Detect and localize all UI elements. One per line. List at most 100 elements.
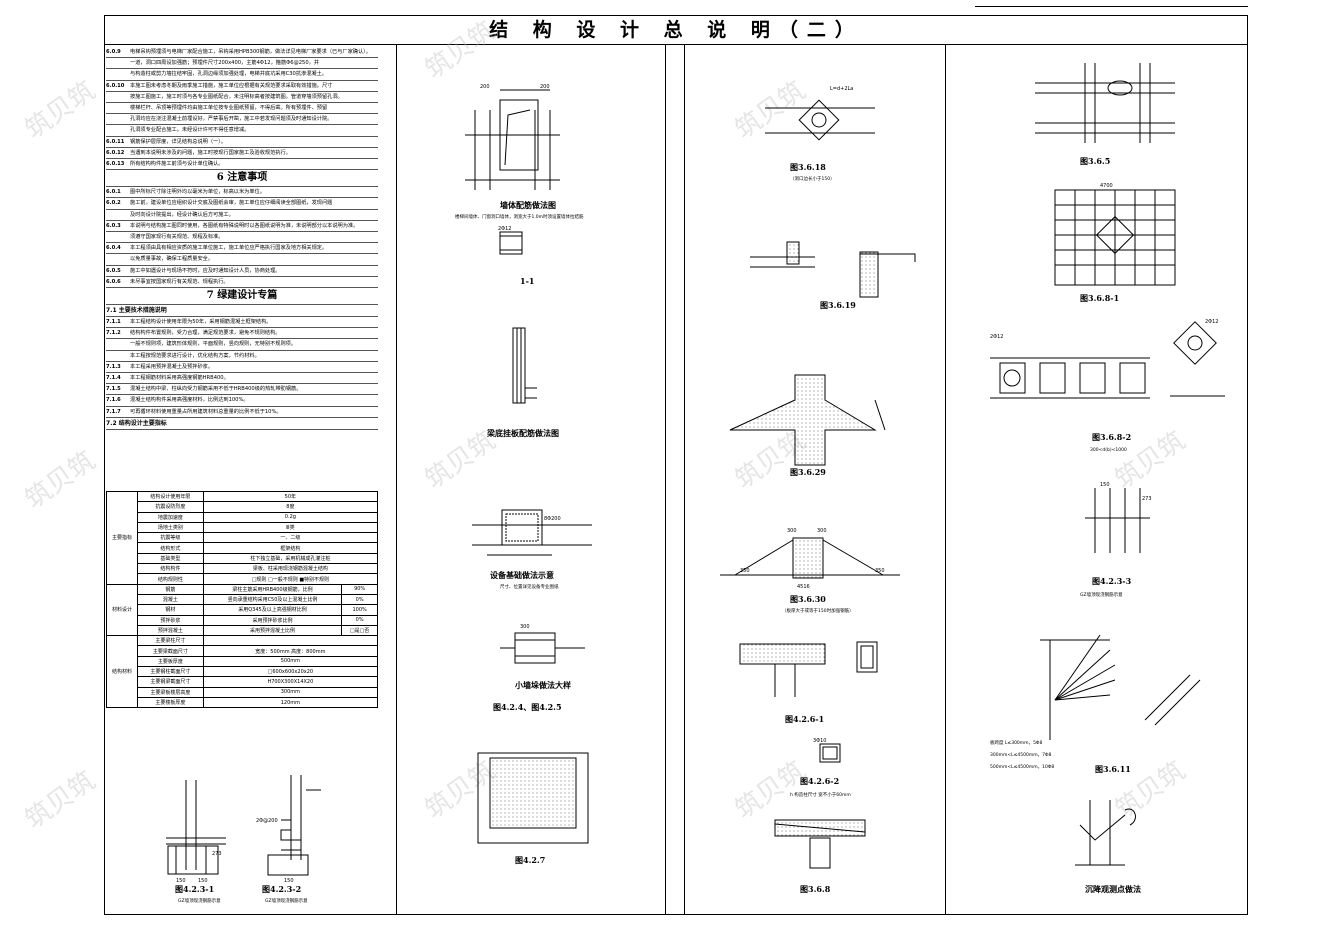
note-text: 混凝土结构构件采用高强度材料，比例达到100%。 — [130, 397, 249, 404]
spec-cell: H700X300X14X20 — [202, 676, 379, 688]
note-text: 本工程按规范要求进行设计，优化结构方案，节约材料。 — [130, 352, 260, 359]
note-number: 6.0.10 — [106, 82, 125, 89]
spec-cell: 框架结构 — [202, 542, 379, 554]
spec-cell: 柱下独立基础，采用机械成孔灌注桩 — [202, 552, 379, 565]
note-text: 一道，洞口四周设加强筋；预埋件尺寸200x400，主筋4Φ12，箍筋Φ6@250… — [130, 60, 320, 67]
dim-text: 8Φ200 — [544, 516, 561, 522]
spec-cell: 50年 — [202, 490, 379, 503]
dim-text: 2Φ12 — [990, 334, 1003, 340]
caption-4-2-3-1-sub: GZ墙顶现浇钢筋示意 — [178, 899, 221, 904]
spec-cell: 抗震等级 — [137, 532, 204, 544]
note-number: 7.1.7 — [106, 408, 121, 415]
detail-3-6-5 — [1035, 63, 1175, 143]
caption-settlement-point: 沉降观测点做法 — [1085, 884, 1141, 894]
spec-row: 预拌混凝土采用预拌混凝土比例□是□否 — [107, 624, 378, 637]
spec-cell: 主要梁柱尺寸 — [137, 635, 204, 647]
note-text: 与构造柱或剪力墙拉结牢固，孔洞边缘须加强处理，电梯井底坑采用C30抗渗混凝土。 — [130, 71, 327, 78]
watermark: 筑贝筑 — [19, 445, 101, 516]
caption-4-2-3-3-sub: GZ墙顶现浇钢筋示意 — [1080, 593, 1123, 598]
spec-cell: 0% — [341, 614, 378, 626]
note-row: 须遵守国家现行有关规范、规程及标准。 — [106, 232, 378, 244]
caption-4-2-3-1: 图4.2.3-1 — [175, 884, 215, 894]
caption-section-1-1: 1-1 — [520, 276, 535, 286]
spec-row: 结构规则性□规则 □一般不规则 ■特别不规则 — [107, 573, 379, 585]
spec-cell: 主要板厚度 — [137, 655, 204, 668]
caption-4-2-7: 图4.2.7 — [515, 855, 546, 865]
note-text: 本工程须由具有相应资质的施工单位施工，施工单位应严格执行国家及地方相关规定。 — [130, 245, 328, 252]
note-row: 按施工图施工，施工时须与各专业图纸配合，未注明标高者按建筑图。管道穿墙须预留孔洞… — [106, 92, 378, 104]
note-number: 6.0.13 — [106, 161, 125, 168]
detail-3-6-8-1: 4700 — [1054, 183, 1176, 286]
caption-3-6-8-1: 图3.6.8-1 — [1080, 293, 1120, 303]
note-row: 孔洞须专业配合施工。未经设计许可不得任意增减。 — [106, 125, 378, 137]
note-number: 6.0.4 — [106, 245, 121, 252]
note-text: 本工程结构设计使用年限为50年，采用钢筋混凝土框架结构。 — [130, 319, 272, 326]
note-text: 混凝土结构中梁、柱纵向受力钢筋采用不低于HRB400级的热轧带肋钢筋。 — [130, 386, 302, 393]
note-text: 孔洞须专业配合施工。未经设计许可不得任意增减。 — [130, 127, 250, 134]
note-row: 与构造柱或剪力墙拉结牢固，孔洞边缘须加强处理，电梯井底坑采用C30抗渗混凝土。 — [106, 69, 378, 81]
detail-gz-wall: 150 150 273 2Φ@200 150 — [166, 775, 321, 884]
caption-3-6-11: 图3.6.11 — [1095, 764, 1131, 774]
detail-equipment-base: 8Φ200 — [472, 509, 592, 556]
spec-cell: Ⅲ类 — [202, 521, 379, 534]
dim-text: 273 — [1142, 496, 1152, 502]
note-number: 7.1.6 — [106, 397, 121, 404]
spec-group-label: 主要指标 — [106, 491, 138, 585]
dim-text: 150 — [284, 878, 294, 884]
spec-cell: 90% — [341, 583, 378, 595]
caption-4-2-6-1: 图4.2.6-1 — [785, 714, 825, 724]
spec-cell: 结构形式 — [137, 542, 204, 554]
spec-cell: 采用Q345及以上高强钢材比例 — [202, 604, 343, 616]
note-row: 一道，洞口四周设加强筋；预埋件尺寸200x400，主筋4Φ12，箍筋Φ6@250… — [106, 58, 378, 70]
caption-3-6-18: 图3.6.18 — [790, 162, 826, 172]
spec-row: 结构构件梁板、柱采用现浇钢筋混凝土结构 — [107, 563, 379, 575]
caption-equipment-base-sub: 尺寸、位置详见设备专业图纸 — [500, 585, 559, 590]
note-text: 电梯吊钩预埋须与电梯厂家配合施工，吊钩采用HPB300钢筋，做法详见电梯厂家要求… — [130, 49, 371, 55]
note-text: 一般不规则项，建筑形体规则，平面规则，竖向规则，无特别不规则项。 — [130, 341, 297, 348]
dim-text: 200 — [540, 84, 550, 90]
note-text: 楼梯栏杆、吊顶等预埋件均由施工单位按专业图纸预留，不得后凿。所有预埋件、预留 — [130, 105, 328, 112]
spec-cell: 梁柱主筋采用HRB400级钢筋，比例 — [202, 583, 343, 595]
note-text: 须遵守国家现行有关规范、规程及标准。 — [130, 234, 224, 241]
note-number: 6.0.2 — [106, 200, 121, 207]
caption-beam-hanging: 梁底挂板配筋做法图 — [487, 428, 559, 438]
spec-cell: 基础类型 — [137, 552, 204, 565]
dim-text: 350 — [875, 568, 885, 574]
detail-section-1-1: 2Φ12 — [498, 226, 523, 255]
note-text: 本说明与结构施工图同时使用，各图纸有特殊说明时以各图纸说明为准，未说明部分以本说… — [130, 222, 359, 229]
spec-cell: 主要梁板楼层高度 — [137, 686, 204, 698]
spec-cell: 主要钢梁截面尺寸 — [137, 676, 204, 688]
detail-wall-opening: 200 200 — [465, 84, 560, 190]
drawing-frame — [104, 15, 1248, 915]
section-6-title: 6 注意事项 — [106, 170, 378, 188]
caption-wall-pier: 小墙垛做法大样 — [515, 680, 571, 690]
spec-cell: 钢材 — [137, 604, 204, 616]
caption-3-6-30: 图3.6.30 — [790, 594, 826, 604]
dim-text: L=d+2La — [830, 86, 853, 92]
caption-wall-reinf: 墙体配筋做法图 — [500, 200, 556, 210]
detail-settlement-point — [1075, 800, 1136, 866]
spec-cell: 场地土类别 — [137, 521, 204, 534]
dim-text: 200 — [480, 84, 490, 90]
note-number: 7.1.1 — [106, 319, 121, 326]
note-3-6-11-2: 500mm<L≤4500mm，10Φ8 — [990, 765, 1055, 770]
dim-text: 4700 — [1100, 183, 1113, 189]
note-text: 本工程钢筋材料采用高强度钢筋HRB400。 — [130, 375, 229, 382]
dim-text: 350 — [740, 568, 750, 574]
note-text: 以免质量事故，确保工程质量安全。 — [130, 256, 214, 263]
spec-cell: 8度 — [202, 501, 379, 513]
spec-row: 主要梁截面尺寸宽度：500mm 高度：800mm — [107, 645, 379, 657]
note-row: 6.0.4 本工程须由具有相应资质的施工单位施工，施工单位应严格执行国家及地方相关… — [106, 243, 378, 255]
caption-3-6-8-2-sub: 300<d(b)<1000 — [1090, 448, 1127, 453]
